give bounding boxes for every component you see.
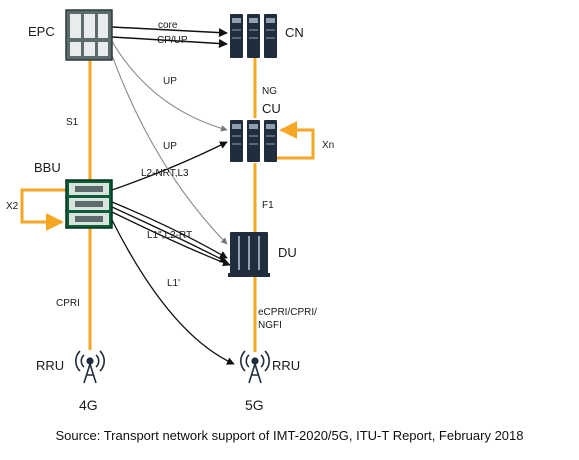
du-server-icon — [228, 232, 270, 277]
bbu-device-icon — [65, 179, 113, 229]
ng-label: NG — [262, 86, 277, 97]
xn-loop — [274, 121, 315, 160]
rru-5g-label: RRU — [272, 358, 300, 373]
ecpri-label-line1: eCPRI/CPRI/ — [258, 307, 317, 318]
cpri-label: CPRI — [56, 298, 80, 309]
du-label: DU — [278, 245, 297, 260]
bbu-to-du-arrow — [111, 201, 228, 259]
up-du-label: UP — [163, 141, 177, 152]
x2-loop — [20, 188, 66, 231]
rru-5g-antenna-icon — [240, 350, 270, 384]
epc-device-icon — [65, 9, 113, 61]
xn-label: Xn — [322, 140, 334, 151]
generation-4g-label: 4G — [79, 397, 98, 413]
cp-up-label: CP/UP — [157, 35, 188, 46]
up-to-cu-arrow — [109, 37, 228, 132]
rru-4g-antenna-icon — [75, 350, 105, 384]
l2-nrt-l3-label: L2-NRT,L3 — [141, 168, 189, 179]
ecpri-label-line2: NGFI — [258, 320, 282, 331]
rru-4g-label: RRU — [36, 358, 64, 373]
cn-label: CN — [285, 25, 304, 40]
bbu-to-cu-arrow — [111, 141, 228, 191]
epc-label: EPC — [28, 24, 55, 39]
source-caption: Source: Transport network support of IMT… — [55, 428, 524, 443]
cu-server-icon — [230, 120, 277, 162]
f1-label: F1 — [262, 200, 274, 211]
core-label: core — [158, 20, 178, 31]
up-cu-label: UP — [163, 76, 177, 87]
bbu-to-du-arrow-3 — [111, 211, 231, 267]
cp-up-arrow — [111, 36, 228, 48]
cu-label: CU — [262, 101, 281, 116]
s1-label: S1 — [66, 117, 79, 128]
x2-label: X2 — [6, 201, 19, 212]
bbu-label: BBU — [34, 160, 61, 175]
l1-l2-rt-label: L1",L2-RT — [147, 230, 192, 241]
cn-server-icon — [230, 14, 277, 58]
generation-5g-label: 5G — [245, 397, 264, 413]
bbu-to-du-arrow-2 — [111, 206, 228, 263]
l1-prime-label: L1' — [167, 278, 180, 289]
architecture-diagram: EPC CN CU BBU DU RRU RRU core CP/UP UP N… — [6, 9, 334, 413]
up-to-du-arrow — [107, 43, 228, 245]
core-arrow — [111, 26, 228, 38]
bbu-to-rru5g-arrow — [111, 219, 235, 365]
